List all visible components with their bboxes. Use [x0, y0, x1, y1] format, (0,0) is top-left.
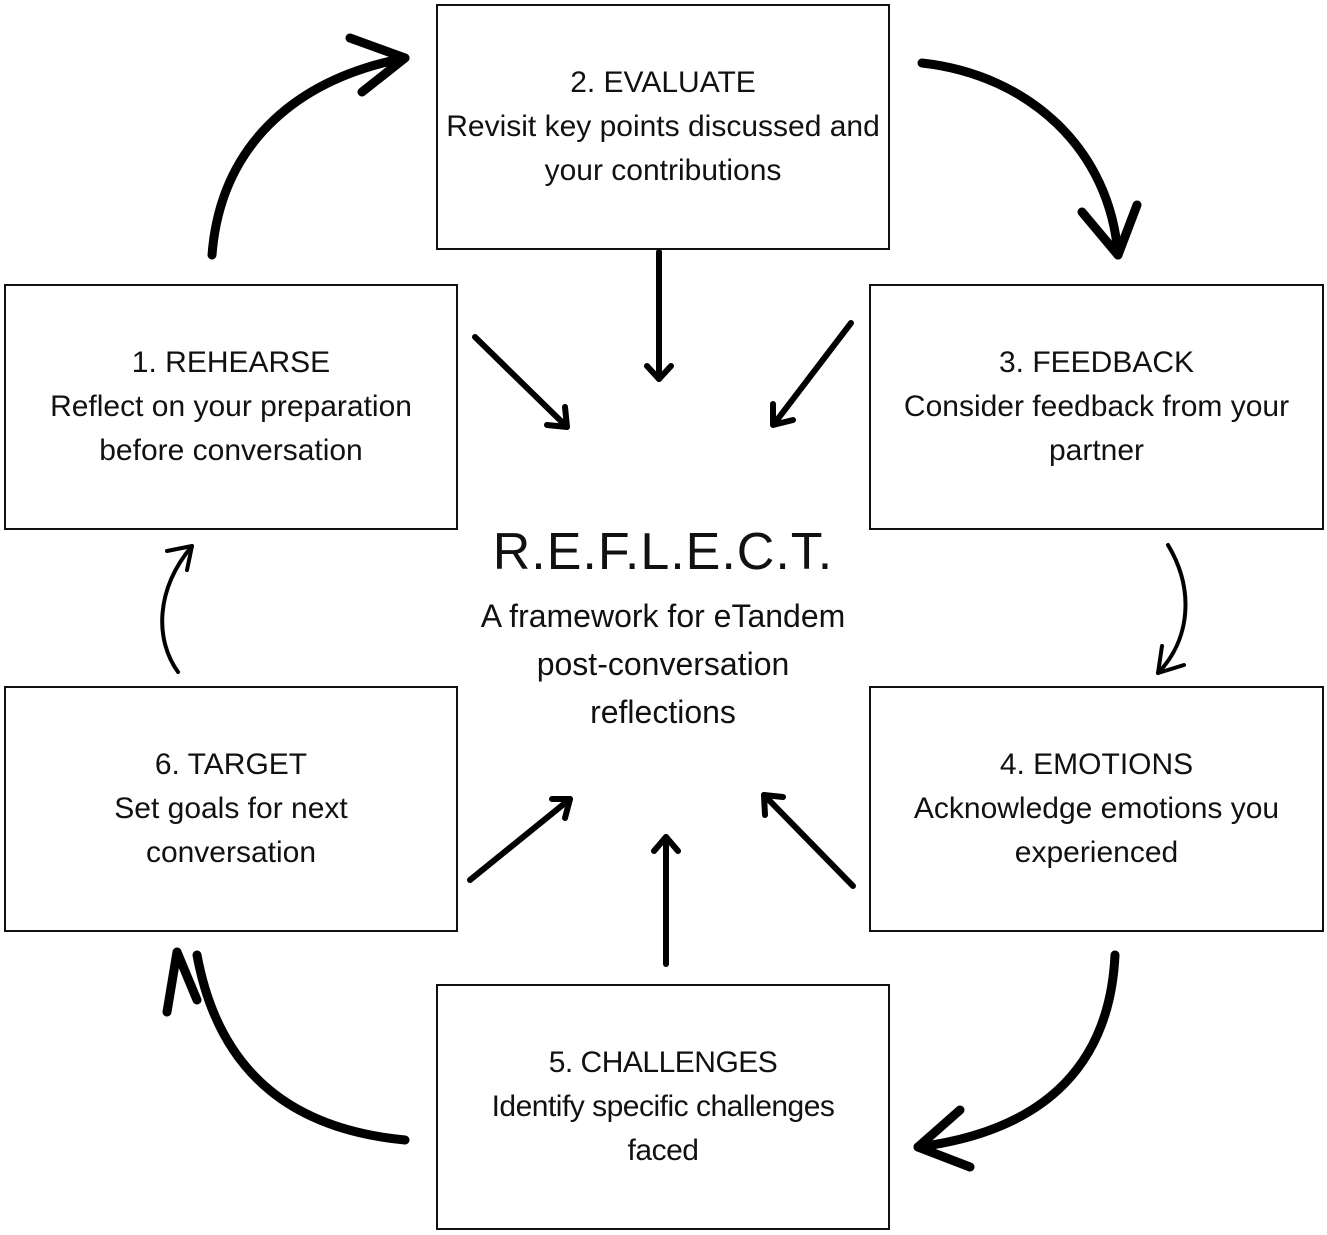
cycle-arrow-challenges-to-target: [162, 947, 410, 1145]
step-description: Identify specific challenges faced: [491, 1090, 835, 1167]
step-description: Acknowledge emotions you experienced: [913, 792, 1280, 869]
subtitle-line: A framework for eTandem: [480, 598, 846, 634]
step-box-rehearse: 1. REHEARSE Reflect on your preparation …: [4, 284, 458, 530]
step-description: Reflect on your preparation before conve…: [50, 390, 412, 467]
cycle-arrow-feedback-to-emotions: [1156, 543, 1188, 675]
step-box-emotions: 4. EMOTIONS Acknowledge emotions you exp…: [869, 686, 1324, 932]
cycle-arrow-emotions-to-challenges: [913, 950, 1120, 1172]
step-description: Revisit key points discussed and your co…: [446, 110, 880, 187]
center-arrow-from-evaluate: [644, 249, 674, 382]
center-arrow-from-feedback: [770, 320, 854, 428]
center-arrow-from-rehearse: [472, 334, 570, 430]
subtitle-line: reflections: [590, 694, 736, 730]
framework-subtitle: A framework for eTandem post-conversatio…: [440, 592, 886, 736]
cycle-arrow-target-to-rehearse: [160, 544, 194, 674]
subtitle-line: post-conversation: [536, 646, 790, 682]
step-title: 4. EMOTIONS: [999, 748, 1194, 781]
step-box-feedback: 3. FEEDBACK Consider feedback from your …: [869, 284, 1324, 530]
step-box-challenges: 5. CHALLENGES Identify specific challeng…: [436, 984, 890, 1230]
framework-title: R.E.F.L.E.C.T.: [492, 523, 834, 581]
step-title: 1. REHEARSE: [131, 346, 331, 379]
center-arrow-from-target: [467, 796, 573, 883]
step-box-evaluate: 2. EVALUATE Revisit key points discussed…: [436, 4, 890, 250]
step-box-target: 6. TARGET Set goals for next conversatio…: [4, 686, 458, 932]
step-description: Consider feedback from your partner: [903, 390, 1290, 467]
step-title: 6. TARGET: [154, 748, 308, 781]
step-title: 3. FEEDBACK: [998, 346, 1195, 379]
step-title: 2. EVALUATE: [570, 66, 756, 99]
framework-center-label: R.E.F.L.E.C.T. A framework for eTandem p…: [440, 520, 886, 736]
center-arrow-from-emotions: [761, 792, 856, 889]
step-description: Set goals for next conversation: [114, 792, 348, 869]
center-arrow-from-challenges: [651, 834, 681, 967]
cycle-arrow-rehearse-to-evaluate: [207, 33, 410, 260]
cycle-arrow-evaluate-to-feedback: [917, 58, 1142, 260]
step-title: 5. CHALLENGES: [548, 1046, 778, 1079]
